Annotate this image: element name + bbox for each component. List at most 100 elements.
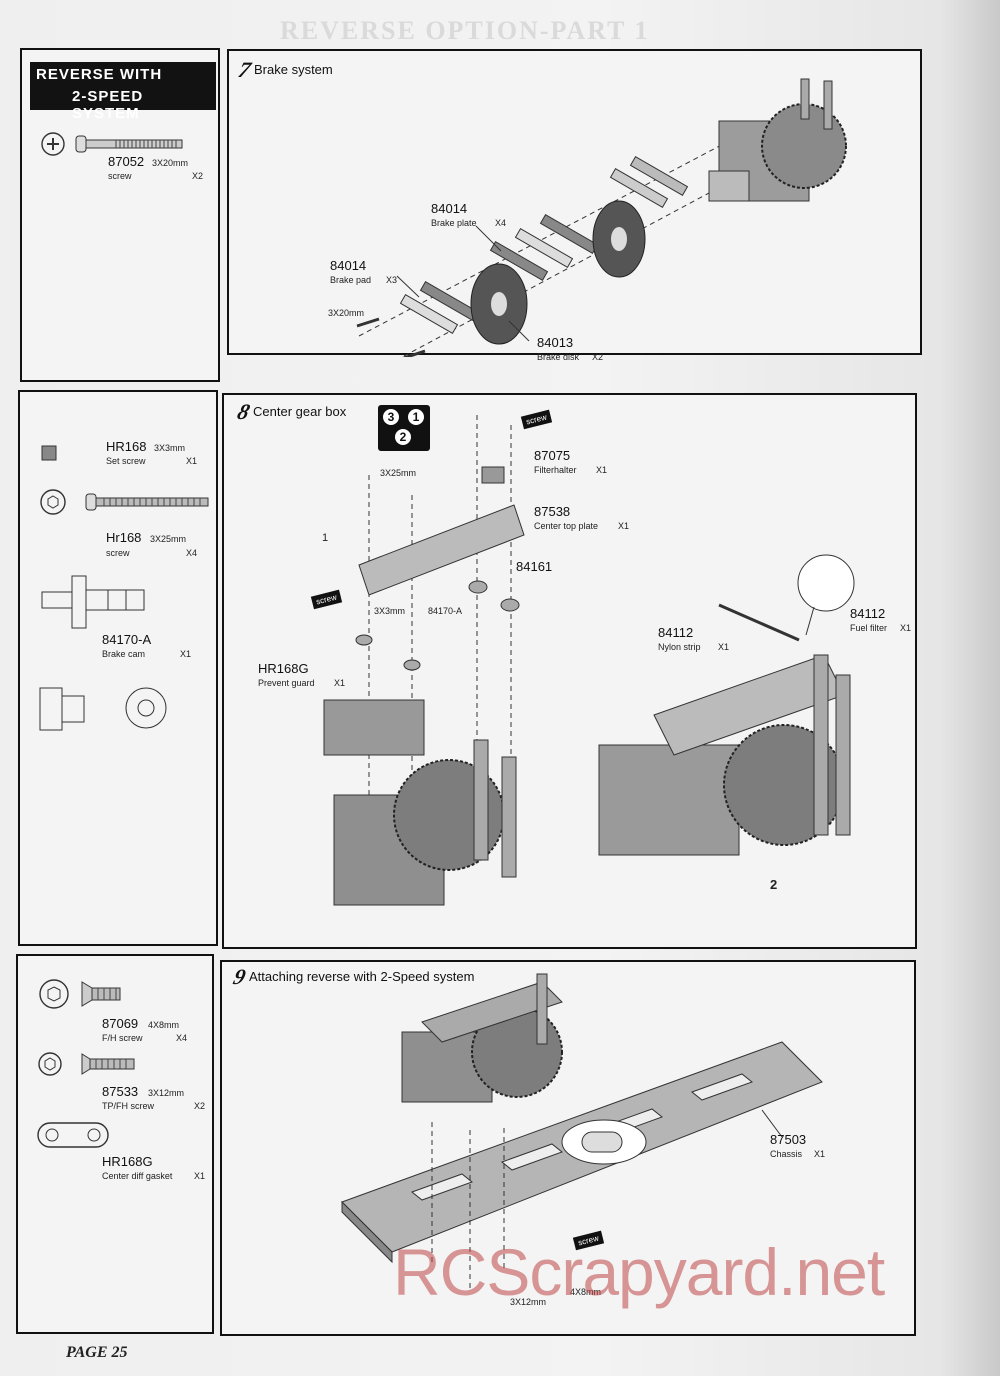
parts-panel-2: HR168 3X3mm Set screw X1 Hr168 3X25mm sc… — [18, 390, 218, 946]
chassis-qty: X1 — [814, 1149, 826, 1159]
step7-panel: 7Brake system — [227, 49, 922, 362]
filter-holder-code: 87075 — [534, 448, 571, 463]
part-hr168-25-qty: X4 — [186, 548, 198, 558]
part-hr168-25-name: screw — [106, 548, 130, 558]
gearbox-fig2 — [598, 603, 851, 856]
tp-fh-screw-icon — [38, 1052, 135, 1076]
fuel-filter-qty: X1 — [900, 623, 912, 633]
chassis-assembly-diagram — [341, 973, 823, 1292]
brake-pad-qty: X3 — [386, 275, 398, 285]
step7-title-text: Brake system — [254, 62, 333, 77]
set-screw-icon — [41, 445, 57, 461]
brake-disk-name: Brake disk — [537, 352, 580, 362]
part-hr168-25-size: 3X25mm — [150, 534, 187, 544]
order-step-b: 1 — [408, 409, 424, 425]
part-87533-size: 3X12mm — [148, 1088, 185, 1098]
chassis-name: Chassis — [770, 1149, 803, 1159]
brake-plate-code: 84014 — [431, 201, 468, 216]
screw-12mm-label: 3X12mm — [510, 1297, 547, 1307]
step8-panel: 8Center gear box 3 1 2 screw screw — [222, 393, 917, 949]
center-top-plate-qty: X1 — [618, 521, 630, 531]
nylon-strip-name: Nylon strip — [658, 642, 701, 652]
figure-2-label: 2 — [770, 877, 778, 892]
part-hr168g-qty: X1 — [194, 1171, 206, 1181]
gearbox-assembly — [708, 78, 847, 202]
screw-25mm-label: 3X25mm — [380, 468, 417, 478]
prevent-guard-qty: X1 — [334, 678, 346, 688]
part-87069-code: 87069 — [102, 1016, 139, 1031]
step7-title: 7Brake system — [236, 57, 333, 83]
prevent-guard-name: Prevent guard — [258, 678, 315, 688]
assembly-order-badge: 3 1 2 — [378, 405, 430, 451]
brake-plate-qty: X4 — [495, 218, 507, 228]
part-hr168-qty: X1 — [186, 456, 198, 466]
brake-cam-icon — [41, 575, 145, 629]
brake-cam-label: 84170-A — [428, 606, 463, 616]
part-hr168-25-code: Hr168 — [106, 530, 142, 545]
part-hr168g-code: HR168G — [102, 1154, 153, 1169]
prevent-guard-code: HR168G — [258, 661, 309, 676]
brake-system-diagram — [356, 78, 847, 357]
part-hr168-size: 3X3mm — [154, 443, 186, 453]
chassis-code: 87503 — [770, 1132, 807, 1147]
part-84170a-qty: X1 — [180, 649, 192, 659]
part-87069-size: 4X8mm — [148, 1020, 180, 1030]
part-87069-qty: X4 — [176, 1033, 188, 1043]
gearbox-fig1 — [333, 739, 517, 906]
brake-screw-size: 3X20mm — [328, 308, 365, 318]
center-diff-gasket-icon — [37, 1122, 109, 1148]
brake-disk-code: 84013 — [537, 335, 574, 350]
step8-title: 8Center gear box — [235, 399, 347, 425]
filter-holder-qty: X1 — [596, 465, 608, 475]
gearbox-mounted — [401, 973, 563, 1103]
banner-line-2: 2-SPEED SYSTEM — [72, 88, 144, 122]
screw-3mm-label: 3X3mm — [374, 606, 406, 616]
section-banner: REVERSE WITH 2-SPEED SYSTEM — [30, 62, 216, 122]
nylon-strip-qty: X1 — [718, 642, 730, 652]
screw-25mm-icon — [40, 489, 209, 515]
step9-panel: 9Attaching reverse with 2-Speed system s… — [220, 960, 916, 1336]
brake-disk-qty: X2 — [592, 352, 604, 362]
watermark-text: RCScrapyard.net — [393, 1235, 885, 1309]
parts-panel-3: 87069 4X8mm F/H screw X4 87533 3X12mm TP… — [16, 954, 214, 1334]
part-hr168-name: Set screw — [106, 456, 146, 466]
order-step-a: 3 — [383, 409, 399, 425]
screw-87052-icon — [41, 132, 183, 156]
part-hr168g-name: Center diff gasket — [102, 1171, 173, 1181]
screw-8mm-label: 4X8mm — [570, 1287, 602, 1297]
page-number: PAGE 25 — [66, 1344, 128, 1361]
part-87052-size: 3X20mm — [152, 158, 189, 168]
fh-screw-8mm-icon — [39, 979, 121, 1009]
step9-title-text: Attaching reverse with 2-Speed system — [249, 969, 475, 984]
part-87052-qty: X2 — [192, 171, 204, 181]
banner-line-1: REVERSE WITH — [36, 66, 163, 83]
part-87069-name: F/H screw — [102, 1033, 143, 1043]
part-84170a-code: 84170-A — [102, 632, 152, 647]
parts-panel-1: REVERSE WITH 2-SPEED SYSTEM 87052 3X20mm… — [20, 48, 220, 382]
brake-plates — [399, 155, 689, 335]
bushing-icon — [39, 687, 167, 731]
part-87052-code: 87052 — [108, 154, 145, 169]
figure-1-label: 1 — [322, 532, 329, 544]
step8-title-text: Center gear box — [253, 404, 347, 419]
filter-holder-name: Filterhalter — [534, 465, 577, 475]
ghost-title: REVERSE OPTION-PART 1 — [280, 16, 650, 45]
fuel-filter-name: Fuel filter — [850, 623, 888, 633]
brake-pad-name: Brake pad — [330, 275, 372, 285]
fuel-filter-code: 84112 — [850, 606, 886, 621]
nylon-strip-code: 84112 — [658, 625, 694, 640]
part-87533-code: 87533 — [102, 1084, 139, 1099]
part-hr168-code: HR168 — [106, 439, 147, 454]
center-gearbox-diagram — [323, 415, 855, 906]
brake-pad-code: 84014 — [330, 258, 367, 273]
part-84170a-name: Brake cam — [102, 649, 146, 659]
center-top-plate-code: 87538 — [534, 504, 571, 519]
center-top-plate-name: Center top plate — [534, 521, 599, 531]
order-step-c: 2 — [395, 429, 411, 445]
part-87533-qty: X2 — [194, 1101, 206, 1111]
part-87533-name: TP/FH screw — [102, 1101, 155, 1111]
part-87052-name: screw — [108, 171, 132, 181]
part-84161-label: 84161 — [516, 559, 553, 574]
step9-title: 9Attaching reverse with 2-Speed system — [231, 964, 475, 990]
